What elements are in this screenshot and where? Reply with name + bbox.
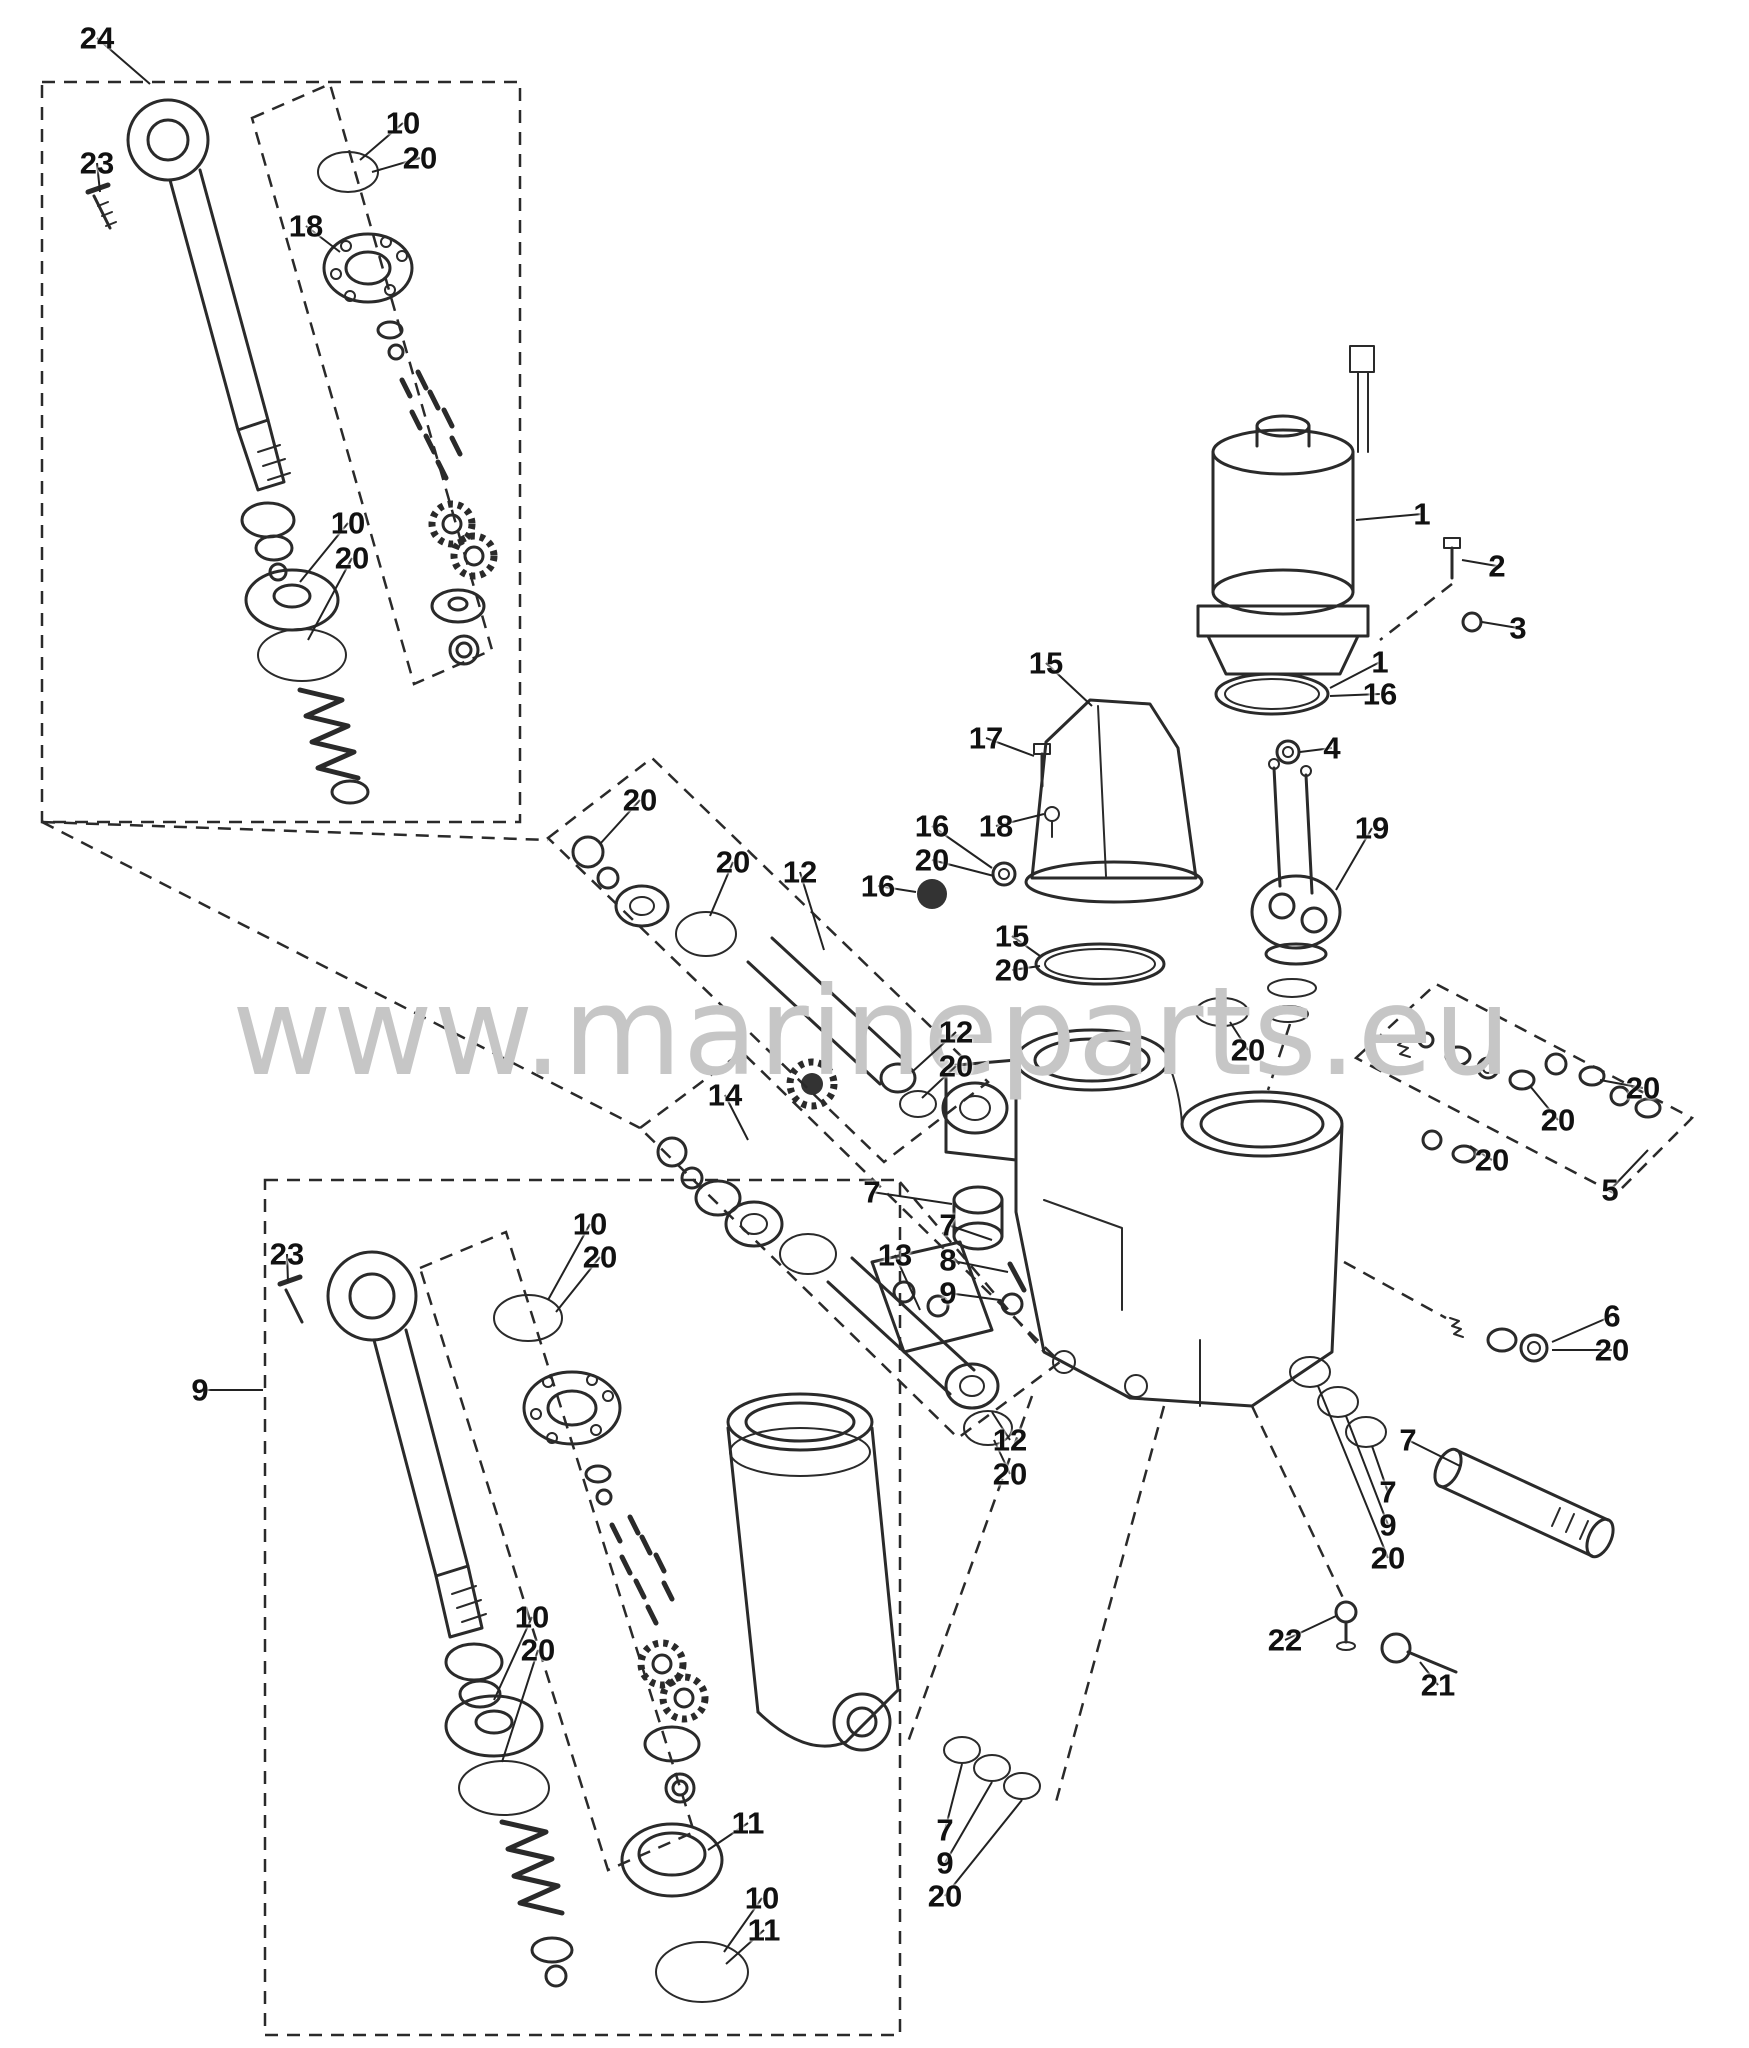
leader-line <box>1599 1079 1644 1089</box>
leader-line <box>1355 513 1423 521</box>
leader-line <box>599 799 641 845</box>
valve-stack-detail <box>317 151 498 666</box>
leader-line <box>1345 1415 1389 1526</box>
leader-line <box>1299 747 1333 753</box>
leader-line <box>947 1259 1009 1273</box>
projection-lines <box>41 820 1346 1803</box>
leader-line <box>1461 559 1498 567</box>
leader-line <box>547 1223 591 1301</box>
leader-line <box>359 122 404 161</box>
leader-line <box>1371 1445 1389 1493</box>
leader-line <box>1469 1145 1493 1161</box>
leader-line <box>1045 662 1093 707</box>
cover-fasteners <box>917 743 1060 909</box>
valve-6 <box>1343 1260 1549 1363</box>
valve-group-5 <box>1353 982 1695 1196</box>
leader-line <box>1329 693 1381 697</box>
leader-line <box>707 1822 749 1851</box>
leader-line <box>1011 965 1041 971</box>
screw-23-icon <box>277 1274 304 1324</box>
screw-23-icon <box>85 182 117 230</box>
trunnion-pin-7 <box>1433 1447 1615 1559</box>
rod-group-12 <box>546 756 990 1164</box>
orings-trio-right <box>1289 1356 1387 1448</box>
end-cap-11 <box>620 1822 749 2003</box>
leader-line <box>991 1411 1011 1441</box>
bolt-21 <box>1380 1632 1458 1674</box>
leader-line <box>944 1799 1023 1897</box>
leader-line <box>877 885 917 893</box>
tilt-rod-detail <box>126 98 370 805</box>
pump-assembly-19 <box>1250 874 1342 1091</box>
leader-line <box>305 225 341 253</box>
leader-line <box>931 859 995 877</box>
leader-line <box>894 1254 921 1311</box>
leader-line <box>1284 1615 1337 1641</box>
leader-line <box>1329 661 1381 689</box>
leader-line <box>723 1897 763 1953</box>
leader-line <box>995 813 1045 827</box>
leader-line <box>871 1191 953 1205</box>
leader-line <box>299 522 349 583</box>
valve-stack-detail <box>493 1294 709 1804</box>
leader-line <box>286 1253 289 1283</box>
leader-line <box>947 1224 993 1241</box>
rod-group-14 <box>638 1050 1062 1446</box>
reservoir-cover-15 <box>1024 698 1204 904</box>
leader-line <box>1407 1439 1461 1467</box>
leader-line <box>1529 1085 1559 1121</box>
leader-line <box>1229 1021 1249 1051</box>
leader-line <box>96 162 101 193</box>
leader-line <box>307 557 353 641</box>
leader-line <box>555 1256 601 1313</box>
motor-fasteners <box>1268 537 1483 895</box>
trim-rod-detail <box>326 1250 574 1988</box>
detail-box-24 <box>40 80 522 824</box>
leader-line <box>993 1439 1011 1475</box>
leader-line <box>985 737 1035 757</box>
leader-line <box>1551 1315 1613 1343</box>
cover-gasket-15-20 <box>1034 942 1166 986</box>
leader-line <box>1419 1661 1439 1686</box>
detail-box-9 <box>263 1178 902 2037</box>
leader-line <box>911 1031 957 1073</box>
leader-line <box>1335 827 1373 891</box>
manifold-body <box>786 997 1344 1408</box>
leader-line <box>709 861 734 917</box>
leader-line <box>96 37 151 85</box>
leader-line <box>1609 1149 1649 1191</box>
leader-line <box>1481 621 1519 629</box>
leader-line <box>947 1292 1001 1301</box>
leader-line <box>371 157 421 173</box>
leader-line <box>724 1094 749 1141</box>
leader-line <box>931 825 993 869</box>
motor-oring-16 <box>1214 672 1330 716</box>
leader-line <box>799 871 825 951</box>
leader-line <box>944 1763 963 1831</box>
leader-line <box>493 1616 533 1701</box>
orings-trio-bottom <box>943 1736 1041 1800</box>
motor-assembly-1 <box>1196 345 1375 676</box>
leader-line <box>1011 935 1041 957</box>
leader-line <box>921 1065 957 1099</box>
leader-line <box>725 1929 765 1965</box>
leader-line <box>1317 1385 1389 1559</box>
grease-fitting-22 <box>1334 1600 1358 1651</box>
leader-line <box>501 1649 539 1763</box>
leader-line <box>944 1781 993 1864</box>
bushing-7-and-pins <box>952 1185 1027 1316</box>
tilt-cylinder-body <box>726 1392 900 1752</box>
